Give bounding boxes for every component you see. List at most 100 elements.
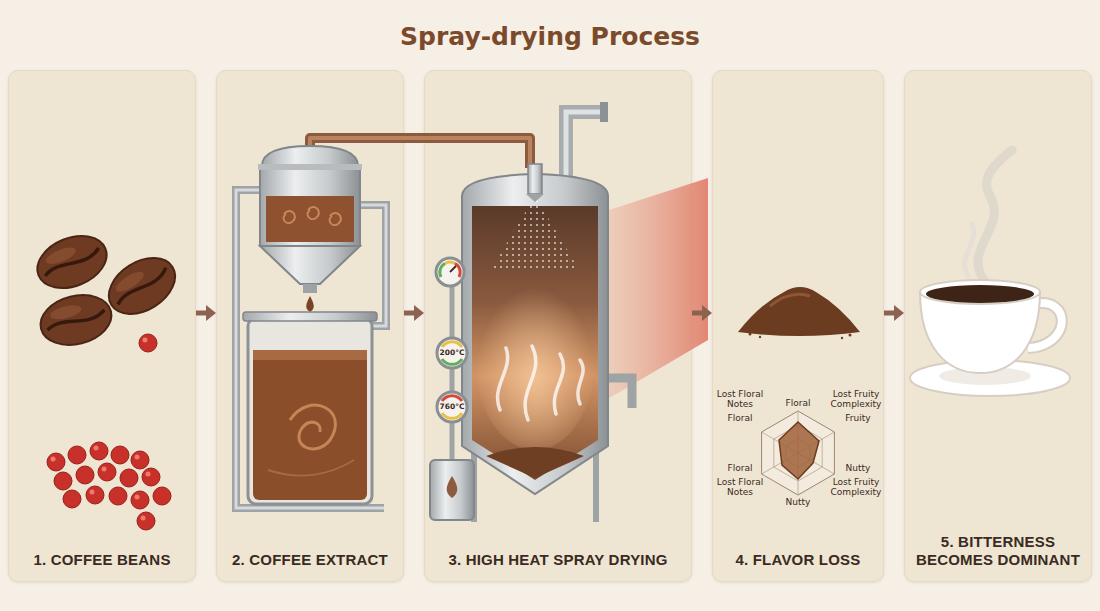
collection-beaker-part bbox=[268, 460, 354, 475]
extraction-vessel-part bbox=[308, 207, 319, 219]
cherry-highlight-part bbox=[135, 455, 140, 460]
coffee-bean-part-part bbox=[115, 268, 169, 305]
temperature-gauge-part-part bbox=[445, 262, 455, 263]
spray-dryer-part bbox=[498, 346, 584, 420]
temperature-gauge-part-part bbox=[440, 264, 445, 278]
spray-dryer-part bbox=[526, 194, 544, 202]
flavor-radar-chart bbox=[762, 411, 835, 495]
coffee-cup bbox=[910, 280, 1070, 396]
flavor-radar-chart-part bbox=[786, 439, 810, 467]
coffee-bean-part-part bbox=[30, 226, 115, 297]
temperature-gauge-part-part bbox=[442, 413, 462, 418]
coffee-bean-part-part bbox=[113, 268, 146, 295]
extraction-vessel-part bbox=[266, 196, 354, 242]
temperature-gauge-part bbox=[450, 286, 455, 462]
coffee-cherry-part bbox=[131, 491, 149, 509]
steam bbox=[965, 150, 1012, 280]
step-panel: 2. COFFEE EXTRACT bbox=[216, 70, 404, 582]
flow-arrow bbox=[884, 305, 904, 321]
heat-plume bbox=[572, 178, 708, 420]
arrow-head bbox=[702, 305, 712, 321]
temperature-gauge-part-part bbox=[436, 258, 464, 286]
arrow-shaft bbox=[196, 311, 207, 316]
spray-dryer-part bbox=[472, 206, 598, 480]
collection-beaker-part bbox=[243, 312, 377, 321]
arrow-head bbox=[894, 305, 904, 321]
coffee-bean-part bbox=[35, 288, 116, 352]
temperature-gauge-part-part bbox=[437, 392, 467, 422]
extractor-frame-part bbox=[356, 205, 386, 326]
cherry-highlight-part bbox=[135, 495, 140, 500]
extraction-vessel-part bbox=[260, 166, 360, 246]
coffee-cherry-part bbox=[63, 490, 81, 508]
coffee-bean-part-part bbox=[99, 247, 185, 326]
extraction-vessel-part bbox=[330, 213, 341, 225]
coffee-cherry-part bbox=[153, 487, 171, 505]
cherry-highlight-part bbox=[94, 446, 99, 451]
temperature-gauge-part bbox=[436, 258, 464, 286]
collection-beaker-part bbox=[248, 318, 372, 504]
temperature-gauge-part-part bbox=[442, 342, 462, 347]
coffee-cup-part bbox=[920, 292, 1040, 373]
cherry-highlight bbox=[51, 338, 151, 521]
flow-arrow bbox=[404, 305, 424, 321]
coffee-cherry-part bbox=[109, 487, 127, 505]
temperature-gauge-part bbox=[437, 338, 467, 368]
step-label-group: 1. COFFEE BEANS bbox=[15, 551, 189, 569]
coffee-powder-part bbox=[849, 334, 852, 337]
coffee-cherry-part bbox=[111, 446, 129, 464]
coffee-cup-part bbox=[910, 360, 1070, 396]
spray-dryer-part bbox=[486, 447, 584, 478]
coffee-powder-part bbox=[749, 333, 752, 336]
diagram-title: Spray-drying Process bbox=[0, 22, 1100, 51]
arrow-head bbox=[206, 305, 216, 321]
temperature-gauge-part bbox=[447, 476, 458, 498]
coffee-cherry-part bbox=[131, 451, 149, 469]
temperature-gauge-part bbox=[437, 392, 467, 422]
cherry-highlight-part bbox=[51, 457, 56, 462]
arrow-head bbox=[414, 305, 424, 321]
extraction-vessel-part bbox=[306, 296, 314, 312]
arrow-shaft bbox=[884, 311, 895, 316]
coffee-cup-part bbox=[926, 285, 1034, 303]
step-label-group: 4. FLAVOR LOSS bbox=[719, 551, 877, 569]
coffee-bean-part bbox=[99, 247, 185, 326]
flow-arrow bbox=[692, 305, 712, 321]
steam-part bbox=[965, 224, 974, 276]
coffee-cherry-part bbox=[139, 334, 157, 352]
coffee-bean-part-part bbox=[44, 244, 78, 267]
exhaust-pipe-part bbox=[600, 102, 608, 122]
coffee-cup-part bbox=[939, 367, 1031, 385]
extraction-vessel bbox=[258, 146, 362, 312]
coffee-bean-part-part bbox=[49, 303, 83, 322]
coffee-cherry-part bbox=[54, 472, 72, 490]
step-label: 1. COFFEE BEANS bbox=[33, 551, 170, 569]
coffee-cherry-part bbox=[47, 453, 65, 471]
spray-dryer-part bbox=[492, 196, 578, 268]
collection-beaker-part bbox=[253, 350, 367, 500]
step-panel: 3. HIGH HEAT SPRAY DRYING bbox=[424, 70, 692, 582]
step-label-group: 2. COFFEE EXTRACT bbox=[223, 551, 397, 569]
transfer-pipe-shine bbox=[310, 138, 530, 168]
coffee-cherry-part bbox=[90, 442, 108, 460]
extraction-vessel-part bbox=[303, 284, 317, 293]
coffee-cherry-part bbox=[120, 469, 138, 487]
spray-dryer-part bbox=[462, 174, 608, 494]
coffee-bean-part-part bbox=[46, 310, 106, 330]
temperature-gauge bbox=[430, 258, 474, 520]
extractor-frame-part bbox=[236, 190, 384, 508]
coffee-cup-part bbox=[1028, 303, 1062, 348]
coffee-bean-part-part bbox=[35, 288, 116, 352]
step-label: 4. FLAVOR LOSS bbox=[735, 551, 860, 569]
coffee-bean-part-part bbox=[43, 248, 101, 276]
flavor-radar-chart-part bbox=[762, 411, 835, 495]
extractor-frame-part bbox=[356, 205, 386, 326]
step-label: 5. BITTERNESS BECOMES DOMINANT bbox=[911, 533, 1085, 569]
step-panel: 5. BITTERNESS BECOMES DOMINANT bbox=[904, 70, 1092, 582]
spray-dryer-part bbox=[475, 270, 595, 450]
coffee-cherry-part bbox=[76, 466, 94, 484]
dryer-legs bbox=[474, 440, 596, 522]
extractor-frame-part bbox=[236, 190, 384, 508]
coffee-cup-part bbox=[920, 280, 1040, 304]
